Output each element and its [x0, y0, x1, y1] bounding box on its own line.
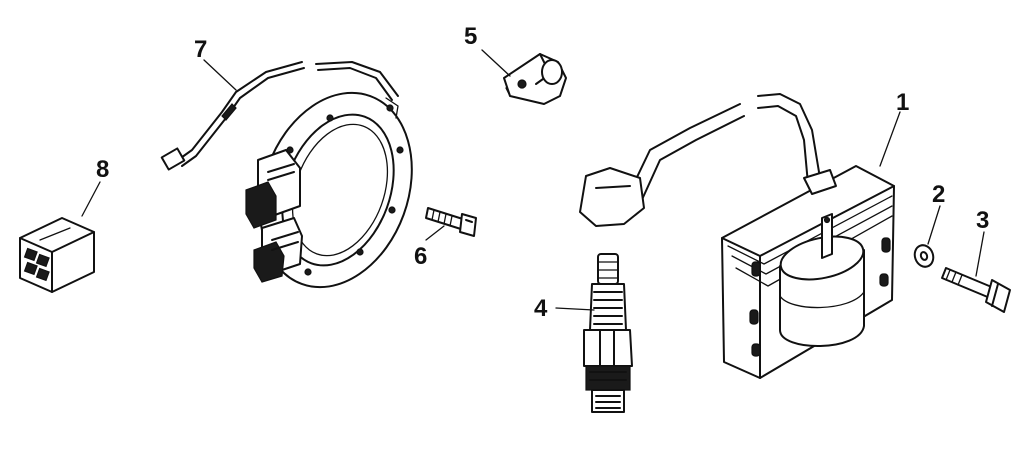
leader-line-6 — [425, 225, 445, 241]
part-5-wire-clamp — [503, 53, 567, 105]
leader-line-2 — [927, 205, 941, 245]
part-1-ignition-coil — [579, 93, 895, 379]
callout-1: 1 — [896, 89, 909, 116]
leader-line-3 — [975, 231, 985, 277]
part-8-connector-block — [19, 217, 95, 293]
part-2-washer — [913, 244, 935, 268]
callout-3: 3 — [976, 207, 989, 234]
callout-6: 6 — [414, 243, 427, 270]
leader-line-5 — [481, 49, 511, 77]
callout-5: 5 — [464, 23, 477, 50]
leader-line-4 — [555, 307, 595, 311]
part-6-screw — [425, 207, 477, 237]
leader-line-1 — [879, 111, 901, 167]
callout-2: 2 — [932, 181, 945, 208]
leader-line-8 — [81, 181, 101, 217]
part-3-bolt — [941, 267, 1011, 313]
callout-7: 7 — [194, 36, 207, 63]
callout-4: 4 — [534, 295, 548, 322]
part-7-stator-plate — [160, 61, 413, 289]
leader-line-7 — [203, 59, 237, 91]
callout-8: 8 — [96, 156, 109, 183]
part-4-spark-plug — [583, 253, 633, 413]
